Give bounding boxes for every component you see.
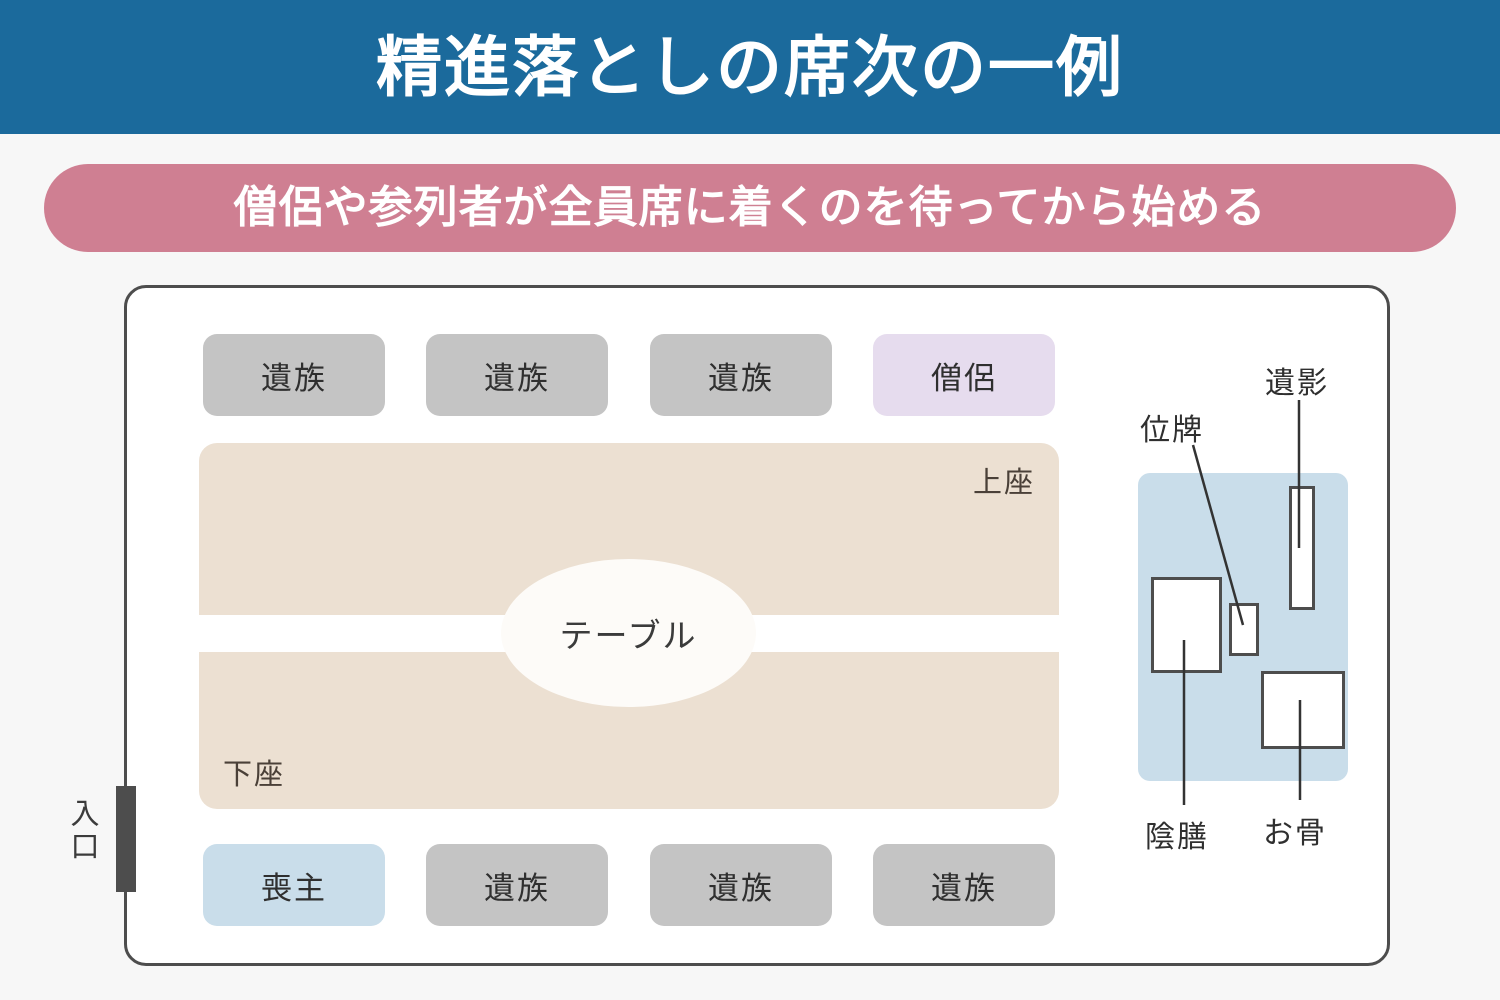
lower-seat-label: 下座 [223,759,286,791]
page-title: 精進落としの席次の一例 [376,30,1124,104]
room-outline: 遺族 遺族 遺族 僧侶 上座 下座 テーブル 喪主 遺族 遺族 遺族 [124,285,1390,966]
table-center-ellipse: テーブル [501,559,756,707]
seat-top-3-family[interactable]: 遺族 [650,334,832,416]
table-label: テーブル [559,617,698,654]
header-bar: 精進落としの席次の一例 [0,0,1500,134]
seat-label: 遺族 [484,360,550,396]
seat-top-4-priest[interactable]: 僧侶 [873,334,1055,416]
seat-label: 喪主 [261,870,327,906]
subtitle-text: 僧侶や参列者が全員席に着くのを待ってから始める [233,183,1267,232]
altar-item-portrait [1289,486,1315,610]
callout-label-urn: お骨 [1263,817,1327,850]
altar-item-urn [1261,671,1345,749]
seat-bottom-1-chief-mourner[interactable]: 喪主 [203,844,385,926]
upper-seat-label: 上座 [972,467,1035,499]
entrance-label: 入口 [66,798,98,864]
seat-bottom-4-family[interactable]: 遺族 [873,844,1055,926]
seat-top-2-family[interactable]: 遺族 [426,334,608,416]
callout-label-portrait: 遺影 [1265,367,1329,400]
subtitle-banner: 僧侶や参列者が全員席に着くのを待ってから始める [44,164,1456,252]
entrance-door-icon [116,786,136,892]
seat-bottom-3-family[interactable]: 遺族 [650,844,832,926]
callout-label-memorial-tablet: 位牌 [1140,414,1204,447]
seat-bottom-2-family[interactable]: 遺族 [426,844,608,926]
altar-item-offering-tray [1151,577,1222,673]
altar-item-memorial-tablet [1229,603,1259,656]
seat-label: 遺族 [261,360,327,396]
seat-top-1-family[interactable]: 遺族 [203,334,385,416]
seat-label: 遺族 [708,360,774,396]
seat-label: 遺族 [708,870,774,906]
seat-label: 遺族 [484,870,550,906]
seat-label: 僧侶 [931,360,997,396]
seat-label: 遺族 [931,870,997,906]
callout-label-offering-tray: 陰膳 [1145,821,1209,854]
